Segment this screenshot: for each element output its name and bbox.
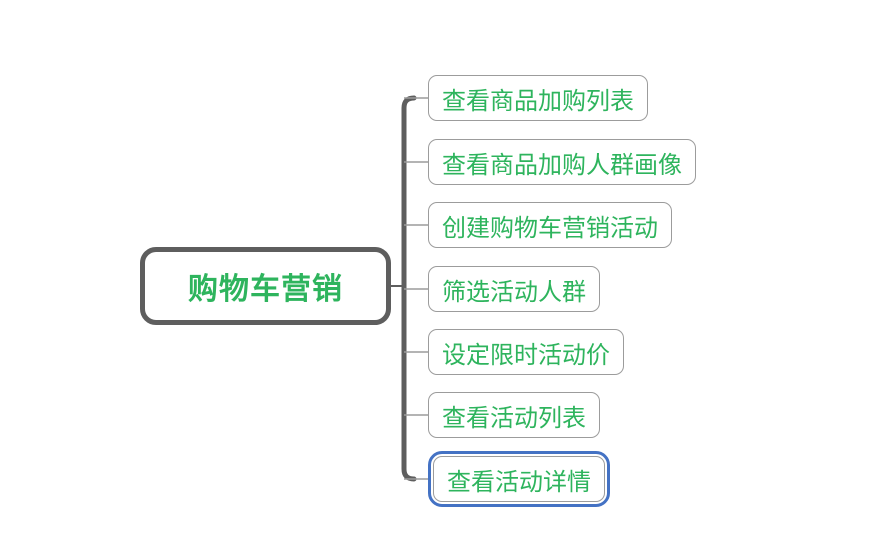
subtopic-label: 创建购物车营销活动 <box>442 215 658 242</box>
subtopic-node[interactable]: 创建购物车营销活动 <box>428 202 672 248</box>
subtopic-node[interactable]: 查看商品加购人群画像 <box>428 139 696 185</box>
subtopic-node[interactable]: 筛选活动人群 <box>428 266 600 312</box>
subtopic-node[interactable]: 设定限时活动价 <box>428 329 624 375</box>
subtopic-label: 查看活动列表 <box>442 405 586 432</box>
root-topic-label: 购物车营销 <box>188 273 343 306</box>
subtopic-label: 设定限时活动价 <box>442 342 610 369</box>
subtopic-label: 查看商品加购列表 <box>442 88 634 115</box>
subtopic-label: 查看商品加购人群画像 <box>442 152 682 179</box>
subtopic-node[interactable]: 查看商品加购列表 <box>428 75 648 121</box>
subtopic-label: 筛选活动人群 <box>442 279 586 306</box>
root-topic[interactable]: 购物车营销 <box>140 247 391 325</box>
subtopic-node[interactable]: 查看活动列表 <box>428 392 600 438</box>
subtopic-label: 查看活动详情 <box>447 469 591 496</box>
subtopic-node-selected[interactable]: 查看活动详情 <box>428 451 610 507</box>
